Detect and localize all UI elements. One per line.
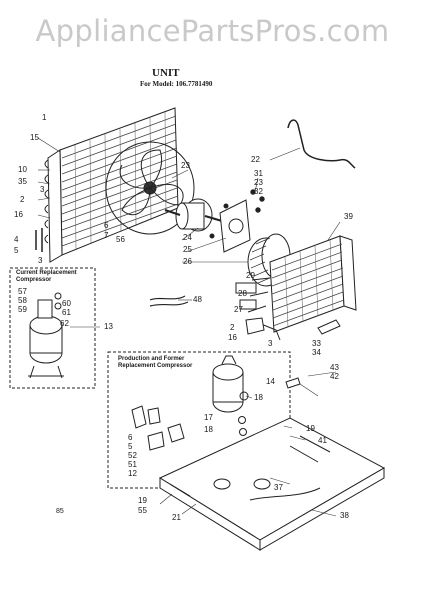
- part-number: 1: [42, 113, 47, 122]
- model-number: For Model: 106.7781490: [140, 80, 213, 88]
- part-number: 22: [251, 155, 260, 164]
- part-number: 2: [230, 323, 235, 332]
- base-pan: [158, 417, 386, 551]
- part-number: 23: [254, 178, 263, 187]
- part-number: 29: [246, 271, 255, 280]
- fan-motor: [164, 198, 223, 232]
- part-number: 55: [138, 506, 147, 515]
- part-number: 41: [318, 436, 327, 445]
- control-parts: [235, 282, 265, 335]
- production-compressor: [131, 355, 249, 451]
- part-number: 59: [18, 305, 27, 314]
- part-number: 5: [128, 442, 133, 451]
- leader-lines: [37, 137, 341, 517]
- part-number: 19: [138, 496, 147, 505]
- part-number: 17: [204, 413, 213, 422]
- part-number: 6: [128, 433, 133, 442]
- part-number: 4: [14, 235, 19, 244]
- part-number: 14: [266, 377, 275, 386]
- part-number: 23: [181, 161, 190, 170]
- current-compressor: [28, 292, 64, 379]
- current-compressor-label: Current Replacement Compressor: [16, 270, 77, 283]
- part-number: 16: [14, 210, 23, 219]
- part-number: 37: [274, 483, 283, 492]
- evaporator-coil: [247, 235, 357, 341]
- part-number: 43: [330, 363, 339, 372]
- production-compressor-label: Production and Former Replacement Compre…: [118, 356, 193, 369]
- part-number: 60: [62, 299, 71, 308]
- mounting-plate: [219, 199, 251, 253]
- part-number: 6: [104, 221, 109, 230]
- part-number: 24: [183, 233, 192, 242]
- part-number: 62: [60, 319, 69, 328]
- part-number: 51: [128, 460, 137, 469]
- part-number: 31: [254, 169, 263, 178]
- part-number: 15: [30, 133, 39, 142]
- part-number: 25: [183, 245, 192, 254]
- part-number: 7: [104, 231, 109, 240]
- page-number: 85: [56, 508, 64, 515]
- part-number: 38: [340, 511, 349, 520]
- condenser-coil: [35, 107, 179, 263]
- part-number: 27: [234, 305, 243, 314]
- part-number: 3: [40, 185, 45, 194]
- part-number: 48: [193, 295, 202, 304]
- part-number: 3: [38, 256, 43, 265]
- part-number: 26: [183, 257, 192, 266]
- part-number: 3: [268, 339, 273, 348]
- diagram-title: UNIT: [152, 67, 180, 79]
- part-number: 52: [128, 451, 137, 460]
- part-number: 35: [18, 177, 27, 186]
- wire-harness: [149, 295, 189, 307]
- part-number: 18: [254, 393, 263, 402]
- part-number: 13: [104, 322, 113, 331]
- part-number: 34: [312, 348, 321, 357]
- part-number: 19: [306, 424, 315, 433]
- part-number: 61: [62, 308, 71, 317]
- part-number: 10: [18, 165, 27, 174]
- current-compressor-box: [9, 267, 96, 389]
- part-number: 2: [20, 195, 25, 204]
- part-number: 57: [18, 287, 27, 296]
- wire-part: [287, 119, 356, 169]
- part-number: 39: [344, 212, 353, 221]
- part-number: 5: [14, 246, 19, 255]
- part-number: 12: [128, 469, 137, 478]
- part-number: 28: [238, 289, 247, 298]
- part-number: 32: [254, 187, 263, 196]
- part-number: 21: [172, 513, 181, 522]
- part-number: 58: [18, 296, 27, 305]
- part-number: 16: [228, 333, 237, 342]
- screws: [209, 189, 265, 239]
- part-number: 33: [312, 339, 321, 348]
- part-number: 56: [116, 235, 125, 244]
- part-number: 18: [204, 425, 213, 434]
- watermark: AppliancePartsPros.com: [35, 14, 390, 48]
- brackets: [285, 319, 341, 389]
- part-number: 42: [330, 372, 339, 381]
